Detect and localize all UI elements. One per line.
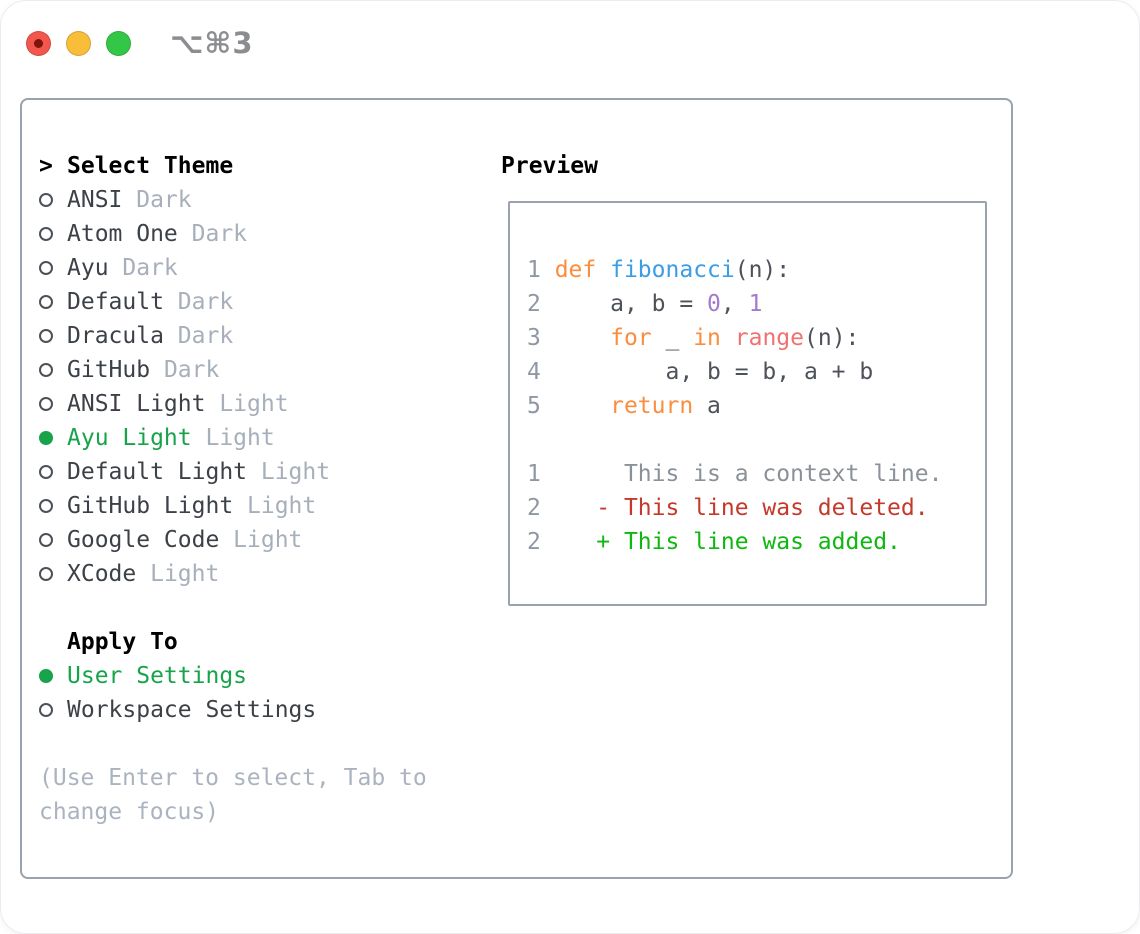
theme-variant-label: Light (233, 527, 303, 553)
apply-to-title: Apply To (67, 629, 178, 655)
theme-name-label: Default Light (67, 459, 248, 485)
select-theme-title: Select Theme (67, 153, 234, 179)
theme-name-label: XCode (67, 561, 137, 587)
code-line: 4 a, b = b, a + b (527, 359, 874, 385)
code-line (527, 423, 942, 457)
minimize-button[interactable] (66, 30, 91, 56)
theme-name-label: Google Code (67, 527, 220, 553)
radio-icon (39, 329, 53, 343)
theme-option[interactable]: GitHub Dark (39, 353, 427, 387)
theme-variant-label: Dark (177, 289, 234, 315)
spacer (39, 591, 427, 625)
title-bar: ⌥⌘3 (26, 26, 254, 60)
theme-option[interactable]: Atom One Dark (39, 217, 427, 251)
select-theme-header: > Select Theme (39, 149, 427, 183)
theme-name-label: Atom One (67, 221, 178, 247)
theme-option[interactable]: Dracula Dark (39, 319, 427, 353)
spacer (39, 727, 427, 761)
close-button[interactable] (26, 30, 51, 56)
apply-to-list: User Settings Workspace Settings (39, 659, 427, 727)
keyboard-hint: (Use Enter to select, Tab to change focu… (39, 761, 427, 829)
theme-column: > Select Theme ANSI Dark Atom One Dark A… (39, 149, 427, 829)
theme-option[interactable]: Default Dark (39, 285, 427, 319)
radio-icon (39, 227, 53, 241)
radio-icon (39, 193, 53, 207)
theme-name-label: ANSI Light (67, 391, 206, 417)
theme-name-label: ANSI (67, 187, 123, 213)
apply-option-label: Workspace Settings (67, 697, 317, 723)
theme-variant-label: Dark (122, 255, 178, 281)
theme-variant-label: Dark (177, 323, 234, 349)
theme-variant-label: Light (247, 493, 317, 519)
theme-option[interactable]: Ayu Light Light (39, 421, 427, 455)
theme-option[interactable]: XCode Light (39, 557, 427, 591)
code-line: 3 for _ in range(n): (527, 325, 860, 351)
radio-icon (39, 703, 53, 717)
code-block: 1 def fibonacci(n): 2 a, b = 0, 1 3 for _ … (527, 253, 942, 559)
theme-name-label: GitHub (67, 357, 151, 383)
theme-name-label: Ayu (67, 255, 109, 281)
window-title: ⌥⌘3 (170, 26, 254, 60)
theme-variant-label: Light (205, 425, 275, 451)
theme-name-label: GitHub Light (67, 493, 234, 519)
theme-name-label: Dracula (67, 323, 164, 349)
theme-option[interactable]: Default Light Light (39, 455, 427, 489)
apply-option-label: User Settings (67, 663, 248, 689)
hint-line: change focus) (39, 799, 220, 825)
theme-variant-label: Dark (136, 187, 192, 213)
theme-picker-panel: > Select Theme ANSI Dark Atom One Dark A… (20, 98, 1013, 879)
code-line: 5 return a (527, 393, 721, 419)
radio-icon (39, 499, 53, 513)
hint-line: (Use Enter to select, Tab to (39, 765, 427, 791)
radio-icon (39, 533, 53, 547)
theme-option[interactable]: ANSI Light Light (39, 387, 427, 421)
zoom-button[interactable] (106, 30, 131, 56)
preview-title: Preview (501, 153, 598, 179)
theme-name-label: Default (67, 289, 164, 315)
code-line: 1 This is a context line. (527, 461, 943, 487)
apply-option[interactable]: User Settings (39, 659, 427, 693)
theme-option[interactable]: GitHub Light Light (39, 489, 427, 523)
theme-option[interactable]: Ayu Dark (39, 251, 427, 285)
radio-icon (39, 669, 53, 683)
theme-variant-label: Dark (191, 221, 248, 247)
code-line: 2 - This line was deleted. (527, 495, 929, 521)
radio-icon (39, 295, 53, 309)
theme-variant-label: Light (260, 459, 331, 485)
apply-option[interactable]: Workspace Settings (39, 693, 427, 727)
radio-icon (39, 431, 53, 445)
theme-option[interactable]: Google Code Light (39, 523, 427, 557)
radio-icon (39, 567, 53, 581)
theme-name-label: Ayu Light (67, 425, 192, 451)
theme-variant-label: Light (219, 391, 289, 417)
record-dot-icon (34, 38, 43, 48)
code-line: 1 def fibonacci(n): (527, 257, 791, 283)
theme-variant-label: Dark (163, 357, 220, 383)
cursor-prefix: > (39, 153, 53, 179)
code-line: 2 a, b = 0, 1 (527, 291, 763, 317)
radio-icon (39, 397, 53, 411)
theme-variant-label: Light (150, 561, 220, 587)
radio-icon (39, 465, 53, 479)
theme-list: ANSI Dark Atom One Dark Ayu Dark Default… (39, 183, 427, 591)
radio-icon (39, 261, 53, 275)
apply-to-header: Apply To (39, 625, 427, 659)
radio-icon (39, 363, 53, 377)
theme-option[interactable]: ANSI Dark (39, 183, 427, 217)
preview-box: 1 def fibonacci(n): 2 a, b = 0, 1 3 for _ … (508, 201, 987, 606)
code-line: 2 + This line was added. (527, 529, 901, 555)
